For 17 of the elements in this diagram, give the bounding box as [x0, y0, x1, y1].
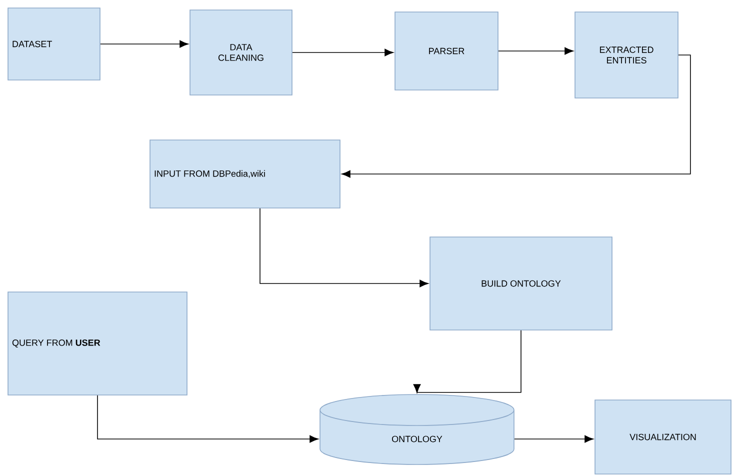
arrow	[498, 47, 574, 55]
process-box: DATA CLEANING	[190, 10, 292, 96]
process-box: EXTRACTED ENTITIES	[574, 12, 678, 98]
process-box: PARSER	[394, 12, 498, 90]
process-box: DATASET	[8, 8, 100, 80]
database-cylinder: ONTOLOGY	[320, 394, 514, 465]
arrow	[292, 48, 394, 56]
process-box: VISUALIZATION	[594, 400, 732, 474]
arrow	[97, 395, 318, 443]
process-box: INPUT FROM DBPedia,wiki	[150, 140, 340, 208]
arrow	[100, 40, 188, 48]
process-box: BUILD ONTOLOGY	[430, 236, 612, 330]
arrow	[342, 54, 691, 178]
process-box: QUERY FROM USER	[8, 292, 188, 396]
arrow	[260, 208, 428, 288]
arrow	[514, 435, 594, 443]
arrow	[413, 330, 522, 393]
